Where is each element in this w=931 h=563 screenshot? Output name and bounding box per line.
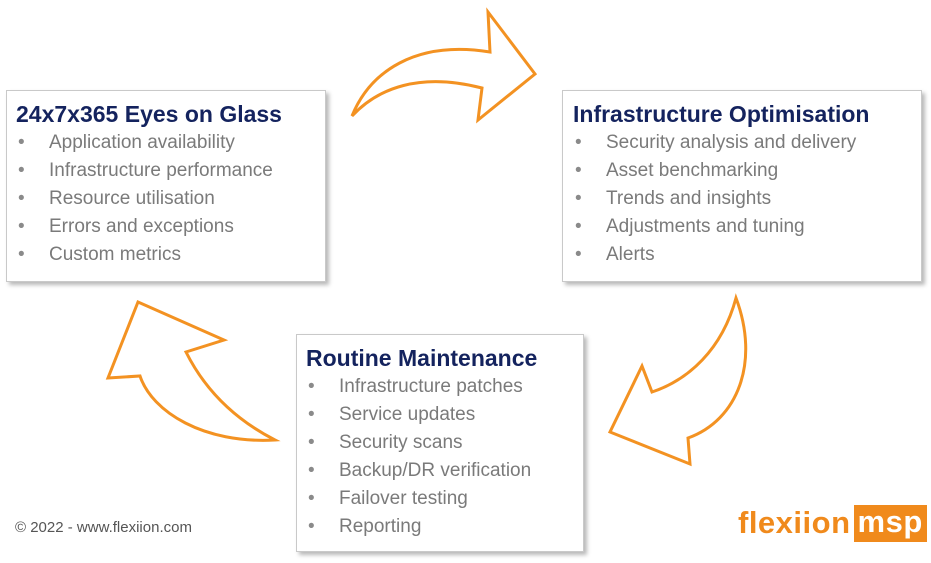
list-item: Infrastructure patches <box>306 373 583 401</box>
curved-arrow-icon <box>105 299 281 442</box>
list-item: Resource utilisation <box>16 185 325 213</box>
curved-arrow-icon <box>607 293 748 467</box>
list-item: Asset benchmarking <box>573 157 921 185</box>
list-item: Reporting <box>306 513 583 541</box>
list-item: Infrastructure performance <box>16 157 325 185</box>
list-item: Failover testing <box>306 485 583 513</box>
list-item: Errors and exceptions <box>16 213 325 241</box>
list-item: Application availability <box>16 129 325 157</box>
card-routine-maintenance: Routine Maintenance Infrastructure patch… <box>296 334 584 552</box>
list-item: Backup/DR verification <box>306 457 583 485</box>
card-title: 24x7x365 Eyes on Glass <box>16 101 282 127</box>
flexiion-msp-logo: flexiion msp <box>738 503 927 543</box>
logo-text: flexiion <box>738 505 851 540</box>
logo-box-text: msp <box>853 504 927 542</box>
list-item: Alerts <box>573 241 921 269</box>
curved-arrow-icon <box>350 7 538 124</box>
bullet-list: Application availability Infrastructure … <box>16 129 325 269</box>
list-item: Security scans <box>306 429 583 457</box>
list-item: Trends and insights <box>573 185 921 213</box>
bullet-list: Infrastructure patches Service updates S… <box>306 373 583 541</box>
list-item: Custom metrics <box>16 241 325 269</box>
card-title: Routine Maintenance <box>306 345 538 371</box>
list-item: Security analysis and delivery <box>573 129 921 157</box>
copyright-text: © 2022 - www.flexiion.com <box>15 519 192 536</box>
card-infrastructure-optimisation: Infrastructure Optimisation Security ana… <box>562 90 922 282</box>
bullet-list: Security analysis and delivery Asset ben… <box>573 129 921 269</box>
list-item: Service updates <box>306 401 583 429</box>
list-item: Adjustments and tuning <box>573 213 921 241</box>
card-eyes-on-glass: 24x7x365 Eyes on Glass Application avail… <box>6 90 326 282</box>
card-title: Infrastructure Optimisation <box>573 101 870 127</box>
